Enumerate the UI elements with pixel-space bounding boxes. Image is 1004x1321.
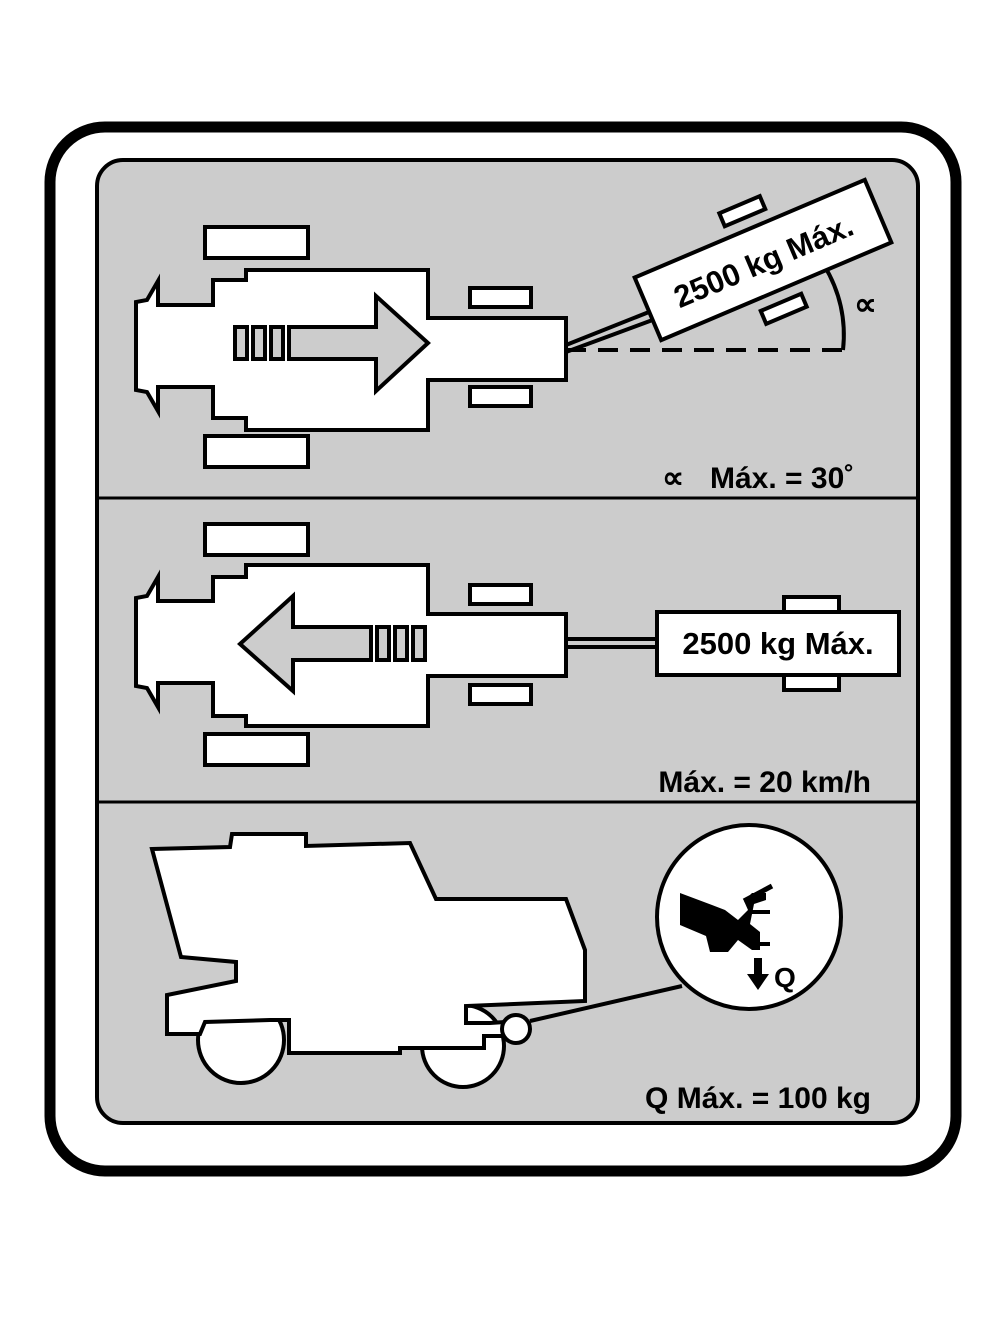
rear-wheel-top — [203, 522, 310, 557]
rear-wheel-bottom — [203, 732, 310, 767]
section-3-load-limit: Q Q Máx. = 100 kg — [149, 823, 871, 1115]
direction-arrow-icon — [237, 591, 427, 696]
angle-caption-symbol: ∝ — [662, 460, 684, 495]
speed-limit-caption: Máx. = 20 km/h — [658, 766, 871, 799]
direction-arrow-icon — [233, 291, 431, 396]
load-limit-caption: Q Máx. = 100 kg — [645, 1082, 871, 1115]
q-symbol: Q — [774, 962, 796, 993]
rear-wheel-top — [203, 225, 310, 260]
section-1-angle-limit: ∝ 2500 kg Máx. ∝ Máx. = 30˚ — [134, 177, 894, 495]
hitch-ring — [500, 1013, 532, 1045]
angle-arc — [822, 263, 846, 351]
section-2-speed-limit: 2500 kg Máx. Máx. = 20 km/h — [134, 522, 901, 799]
trailer-weight-label-2: 2500 kg Máx. — [682, 626, 873, 661]
rear-wheel-bottom — [203, 434, 310, 469]
front-wheel-bottom — [468, 385, 533, 408]
alpha-angle-icon: ∝ — [854, 286, 877, 322]
down-arrow-icon — [747, 958, 769, 990]
drawbar-2 — [565, 316, 659, 354]
callout-line — [529, 984, 683, 1023]
angle-limit-caption: Máx. = 30˚ — [710, 462, 854, 495]
drawbar — [565, 308, 655, 347]
combine-harvester-icon — [149, 832, 587, 1055]
front-wheel-top — [468, 286, 533, 309]
trailer-icon: 2500 kg Máx. — [655, 595, 901, 692]
hitch-detail-graphic: Q — [680, 883, 796, 993]
front-wheel-top — [468, 583, 533, 606]
front-wheel-bottom — [468, 683, 533, 706]
